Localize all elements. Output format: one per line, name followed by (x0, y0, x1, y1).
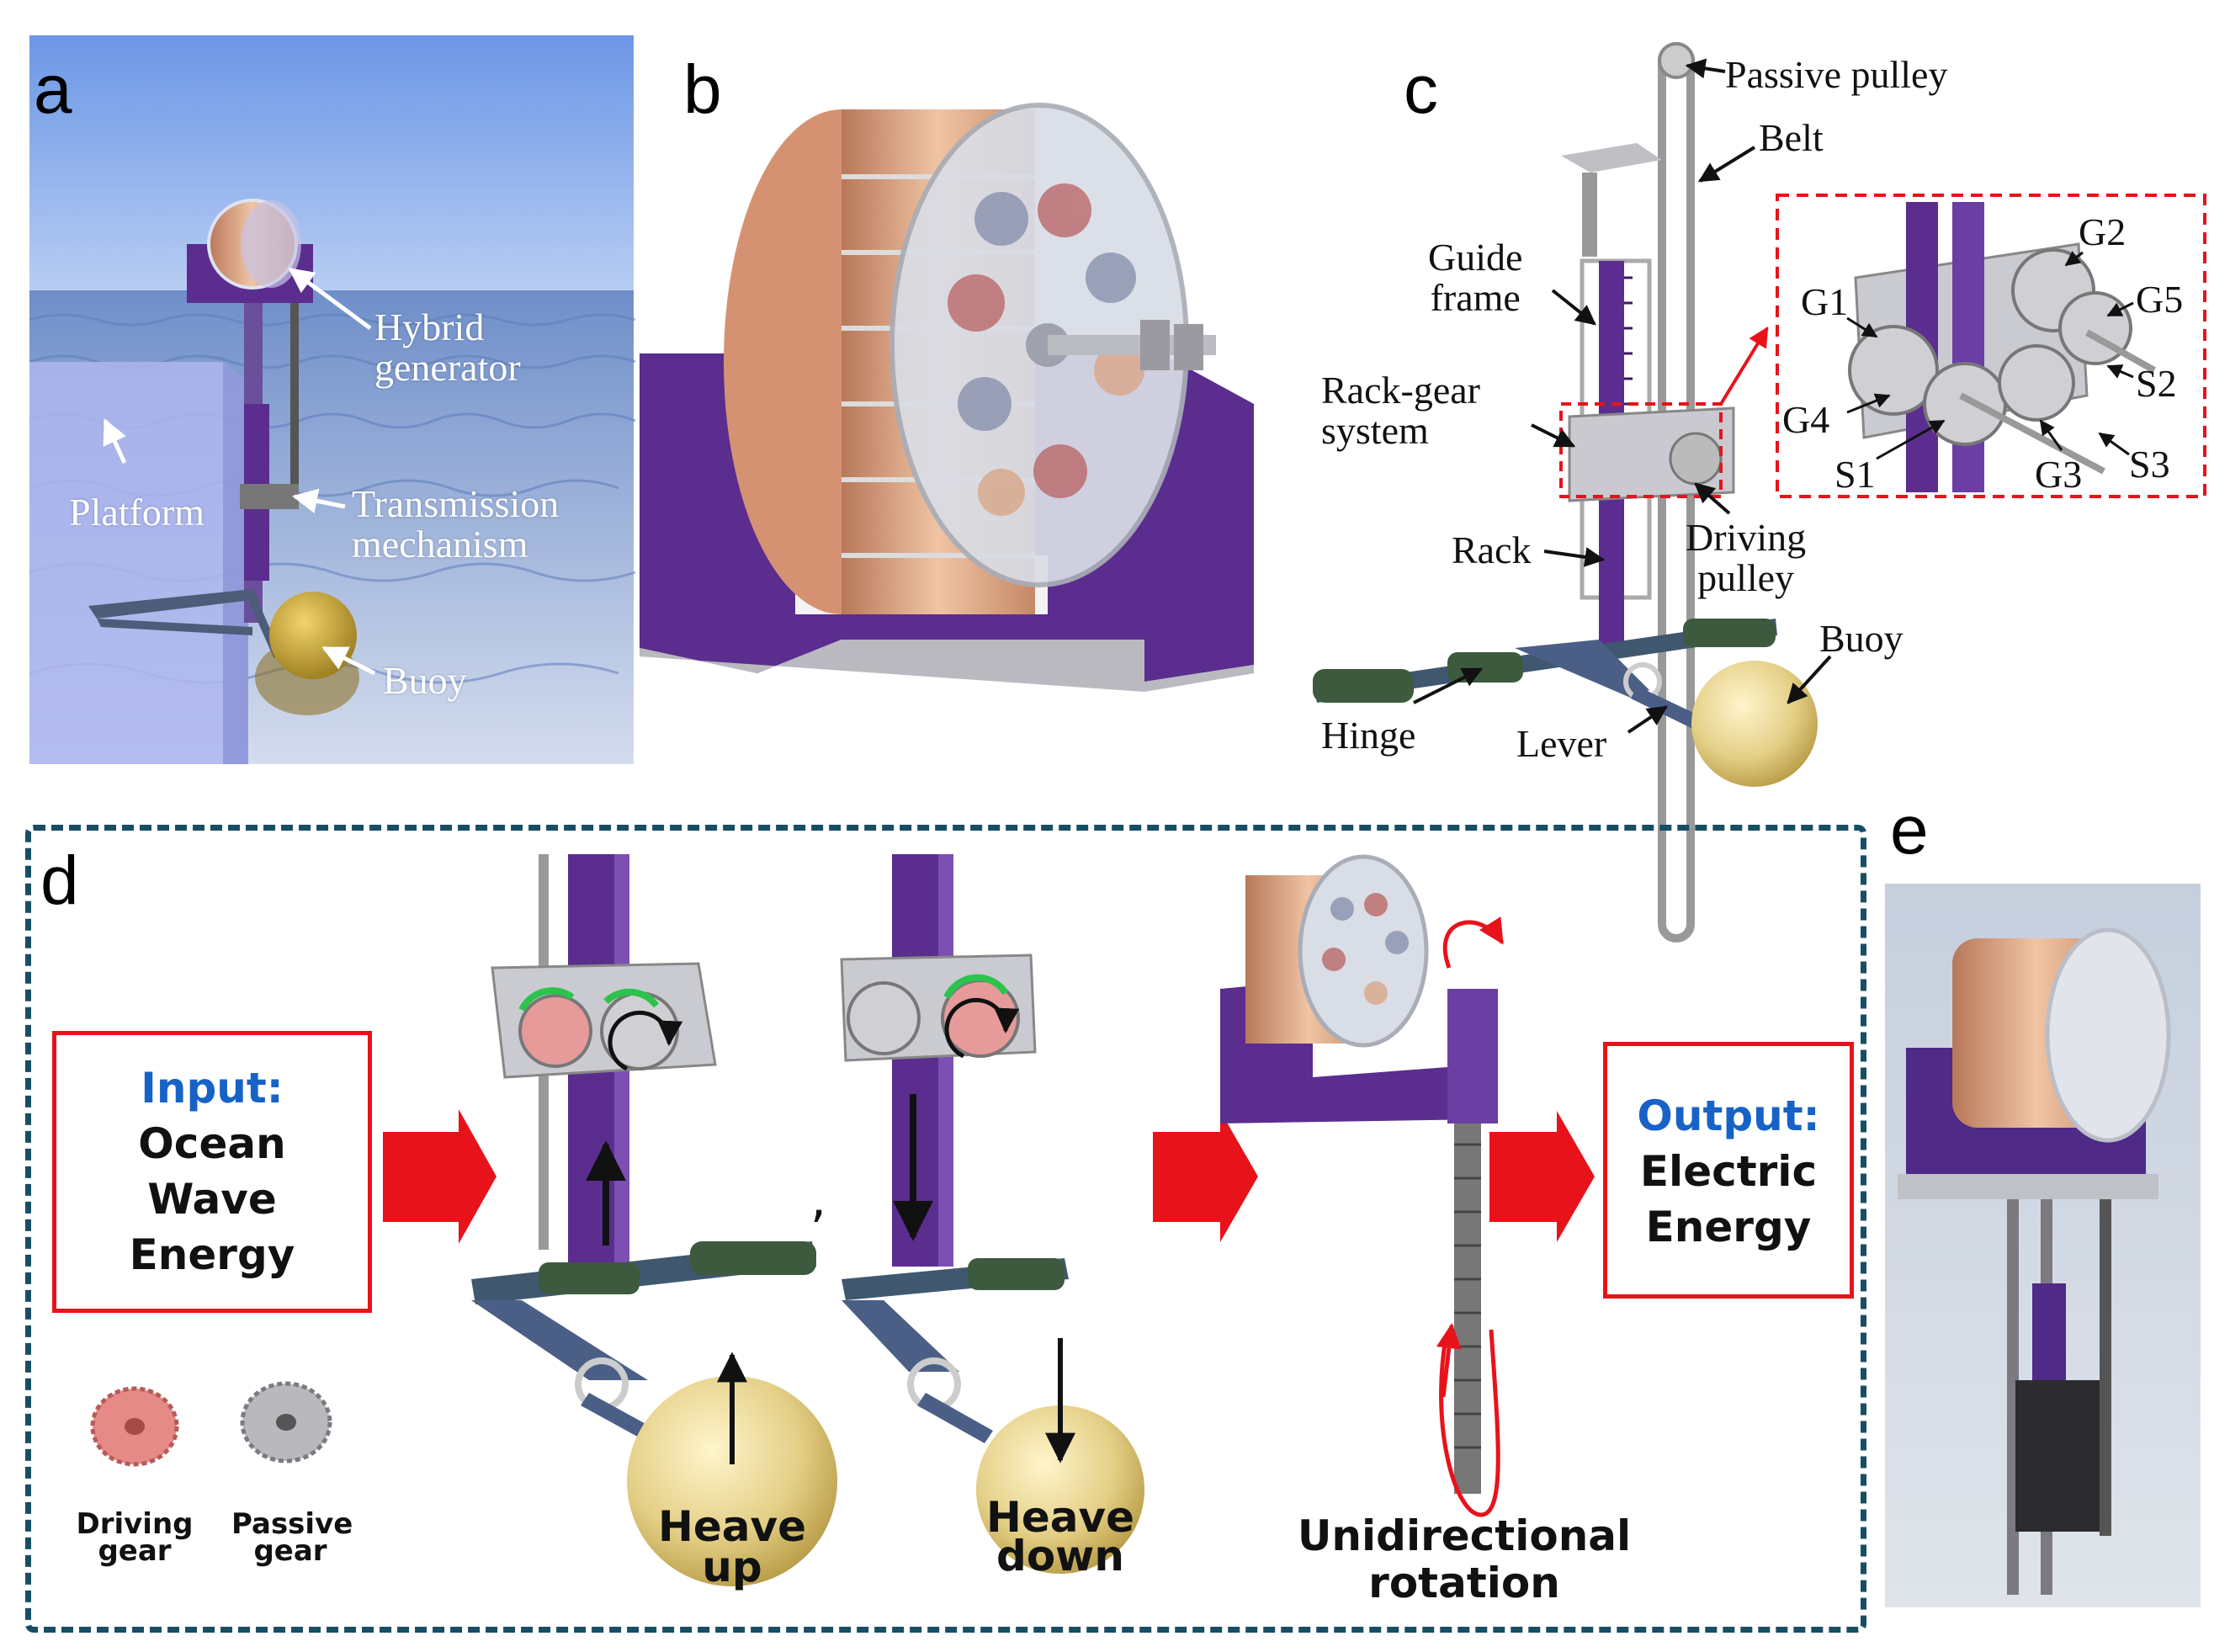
heave-up-mechanism (471, 854, 837, 1586)
output-box: Output: Electric Energy (1603, 1042, 1854, 1299)
panel-label-b: b (683, 51, 722, 128)
input-box: Input: Ocean Wave Energy (52, 1031, 372, 1313)
passive-gear-icon (240, 1381, 332, 1463)
label-hybrid-generator: Hybrid generator (374, 305, 521, 389)
panel-c-mechanism (1313, 42, 2206, 943)
label-rack: Rack (1452, 529, 1532, 571)
panel-label-c: c (1404, 51, 1438, 128)
label-passive-pulley: Passive pulley (1725, 53, 1948, 96)
label-passive-gear: Passive gear (231, 1507, 353, 1568)
driving-gear-icon (90, 1386, 179, 1467)
label-s3: S3 (2129, 443, 2170, 486)
label-belt: Belt (1759, 116, 1824, 159)
label-lever: Lever (1516, 722, 1607, 765)
label-platform: Platform (69, 491, 204, 534)
label-rack-gear-system: Rack-gear system (1321, 369, 1480, 452)
panel-label-d: d (40, 842, 79, 919)
label-guide-frame: Guide frame (1428, 236, 1523, 319)
panel-d-frame (25, 825, 1866, 1633)
flow-arrow-3 (1489, 1111, 1595, 1242)
label-g5: G5 (2136, 278, 2184, 321)
label-g3: G3 (2035, 453, 2083, 496)
label-unidirectional-rotation: Unidirectional rotation (1297, 1511, 1632, 1607)
label-g1: G1 (1801, 280, 1849, 323)
flow-arrow-1 (383, 1109, 496, 1244)
label-s1: S1 (1834, 453, 1876, 496)
label-buoy-c: Buoy (1819, 617, 1903, 660)
generator-output (1220, 854, 1505, 1517)
label-hinge: Hinge (1321, 714, 1416, 757)
heave-down-mechanism (840, 854, 1144, 1574)
label-buoy-a: Buoy (383, 659, 467, 702)
panel-label-a: a (34, 51, 72, 128)
label-heave-down: Heave down (985, 1493, 1134, 1580)
label-heave-up: Heave up (657, 1502, 806, 1591)
label-g2: G2 (2079, 210, 2126, 253)
panel-a-scene (29, 35, 636, 764)
label-driving-gear: Driving gear (76, 1507, 194, 1568)
label-g4: G4 (1782, 398, 1830, 441)
label-driving-pulley: Driving pulley (1686, 516, 1807, 599)
panel-e-photo (1885, 884, 2201, 1607)
panel-d-principle (90, 854, 1595, 1586)
flow-arrow-2 (1153, 1111, 1258, 1242)
label-transmission-mechanism: Transmission mechanism (352, 482, 560, 566)
separator-comma: , (810, 1170, 827, 1229)
label-s2: S2 (2136, 362, 2177, 405)
panel-label-e: e (1890, 792, 1929, 868)
panel-b-generator (640, 103, 1254, 692)
